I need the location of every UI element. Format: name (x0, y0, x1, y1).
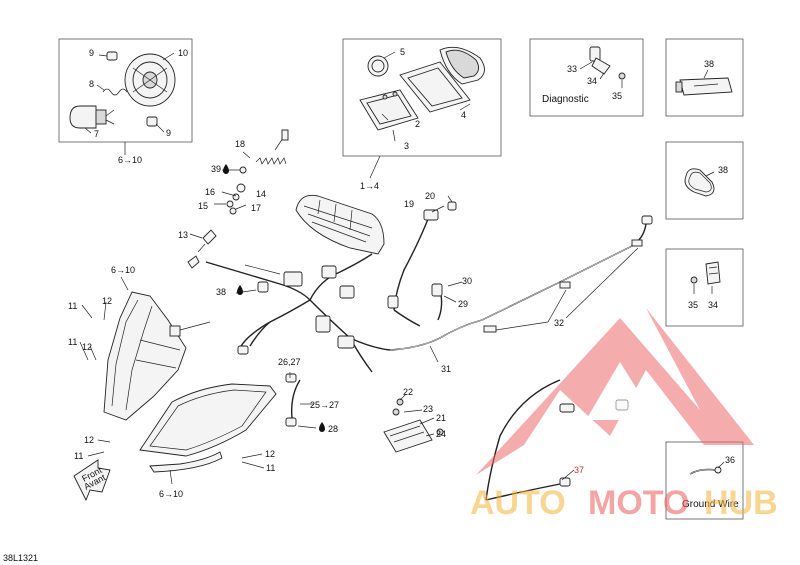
callout-25-27: 25→27 (310, 400, 339, 410)
callout-18: 18 (235, 139, 245, 149)
callout-35-relay: 35 (688, 300, 698, 310)
callout-36: 36 (725, 455, 735, 465)
callout-37: 37 (574, 465, 584, 475)
callout-32: 32 (554, 318, 564, 328)
leader-lines (79, 195, 639, 485)
callout-9-top: 9 (89, 48, 94, 58)
callout-6-10-mid: 6→10 (111, 265, 135, 275)
callout-4: 4 (461, 110, 466, 120)
callout-38-main: 38 (216, 287, 226, 297)
callout-28: 28 (328, 424, 338, 434)
callout-9-bottom: 9 (166, 128, 171, 138)
callout-12-a: 12 (102, 296, 112, 306)
lubricant-tube-icon (675, 77, 733, 96)
lens-seal-icon (684, 168, 715, 197)
callout-29: 29 (458, 299, 468, 309)
oil-drop-icon (319, 422, 325, 432)
callout-12-c: 12 (84, 435, 94, 445)
callout-23: 23 (423, 404, 433, 414)
callout-26-27: 26,27 (278, 357, 301, 367)
callout-16: 16 (205, 187, 215, 197)
box-headlight-bulb: 9 10 8 7 9 6→10 (58, 38, 193, 165)
callout-13: 13 (178, 230, 188, 240)
callout-2: 2 (415, 119, 420, 129)
coil-spring-icon (255, 129, 289, 165)
callout-24: 24 (436, 429, 446, 439)
callout-12-d: 12 (265, 449, 275, 459)
callout-11-d: 11 (266, 463, 275, 473)
box-lens-seal: 38 (665, 141, 744, 220)
headlight-reflector-icon (124, 53, 176, 107)
headlight-housing (103, 291, 187, 421)
callout-14: 14 (256, 189, 266, 199)
callout-38-seal: 38 (718, 165, 728, 175)
front-direction-arrow: Front Avant (73, 459, 111, 502)
callout-39: 39 (211, 164, 221, 174)
callout-5: 5 (400, 47, 405, 57)
callout-10: 10 (178, 48, 188, 58)
diagram-code: 38L1321 (3, 553, 38, 563)
callout-22: 22 (403, 387, 413, 397)
callout-19: 19 (404, 199, 414, 209)
gauge-dial-icon (367, 55, 389, 77)
range-label-1-4: 1→4 (360, 181, 379, 191)
wire-plug-icon (187, 229, 217, 269)
wiring-harness (205, 201, 653, 501)
diagnostic-connector-icon (589, 46, 626, 80)
callout-6-10-bottom: 6→10 (159, 489, 183, 499)
callout-34: 34 (587, 76, 597, 86)
callout-7: 7 (94, 129, 99, 139)
callout-20: 20 (425, 191, 435, 201)
callout-11-b: 11 (68, 337, 77, 347)
watermark-logo: AUTO MOTO HUB (470, 308, 778, 522)
relay-holder-icon (690, 261, 721, 285)
box-tube: 38 (665, 38, 744, 117)
callout-8: 8 (89, 79, 94, 89)
watermark-hub: HUB (704, 484, 778, 522)
oil-drop-icon (237, 285, 243, 295)
ground-wire-caption: Ground Wire (682, 499, 739, 510)
gauge-cluster-icon (399, 46, 485, 113)
box-relay-holder: 35 34 (665, 248, 744, 327)
watermark-auto: AUTO (470, 484, 566, 522)
callout-11-a: 11 (68, 301, 77, 311)
callout-3: 3 (404, 141, 409, 151)
callout-15: 15 (198, 201, 208, 211)
bulb-icon (69, 105, 115, 129)
callout-21: 21 (436, 413, 446, 423)
instrument-cluster (295, 194, 385, 255)
callout-17: 17 (251, 203, 261, 213)
box-diagnostic: 33 34 35 Diagnostic (529, 38, 644, 117)
callout-33: 33 (567, 64, 577, 74)
callout-35: 35 (612, 91, 622, 101)
callout-12-b: 12 (82, 342, 92, 352)
gauge-housing-icon (359, 89, 419, 131)
headlight-lens (139, 383, 277, 473)
retaining-spring-icon (102, 88, 128, 96)
callout-11-c: 11 (74, 451, 83, 461)
oil-drop-icon (223, 164, 229, 174)
connector-stack: 18 39 16 14 15 17 13 (178, 129, 289, 269)
diagnostic-caption: Diagnostic (542, 94, 589, 105)
relay-module-icon (383, 398, 444, 453)
callout-38-tube: 38 (704, 59, 714, 69)
callout-34-relay: 34 (708, 300, 718, 310)
callout-30: 30 (462, 276, 472, 286)
bulb-socket-icon (106, 51, 158, 127)
main-callouts: 6→10 11 12 11 12 12 11 12 11 6→10 38 26,… (68, 191, 564, 499)
range-label-6-10-top: 6→10 (118, 155, 142, 165)
watermark-moto: MOTO (588, 484, 689, 522)
ground-wire-icon (689, 466, 722, 475)
callout-31: 31 (441, 364, 451, 374)
box-gauge: 5 2 3 4 1→4 (342, 38, 502, 191)
